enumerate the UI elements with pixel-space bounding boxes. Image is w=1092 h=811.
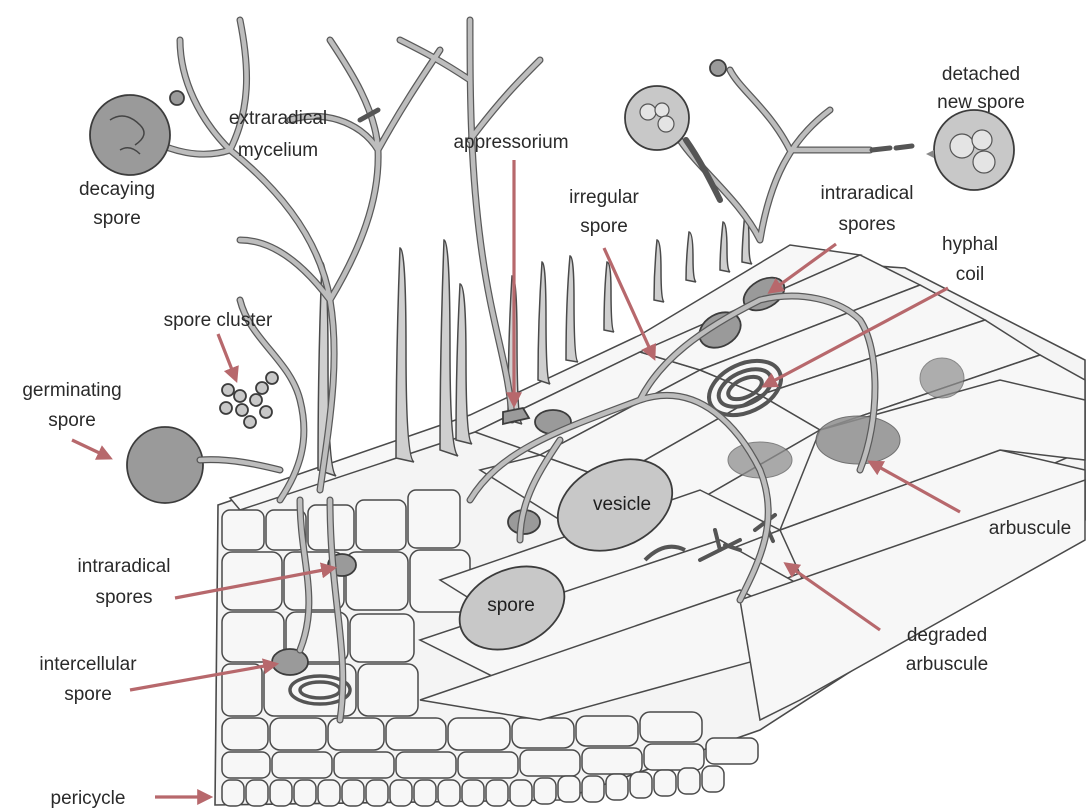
new-spore-shape	[625, 86, 689, 150]
label-intercellular-spore-line1: intercellular	[39, 654, 137, 675]
label-vesicle: vesicle	[593, 494, 651, 515]
label-degraded-arbuscule-line1: degraded	[907, 625, 987, 646]
label-spore-cluster: spore cluster	[164, 310, 273, 331]
label-decaying-spore-line1: decaying	[79, 179, 155, 200]
label-hyphal-coil-line2: coil	[956, 264, 985, 285]
label-detached-new-spore-line1: detached	[942, 64, 1020, 85]
label-intraradical-spores-top-line1: intraradical	[821, 183, 914, 204]
germinating-spore-shape	[127, 427, 203, 503]
label-intraradical-spores-left-line2: spores	[95, 587, 152, 608]
label-irregular-spore-line1: irregular	[569, 187, 639, 208]
label-intraradical-spores-top-line2: spores	[838, 214, 895, 235]
label-intraradical-spores-left-line1: intraradical	[78, 556, 171, 577]
label-detached-new-spore-line2: new spore	[937, 92, 1025, 113]
label-hyphal-coil-line1: hyphal	[942, 234, 998, 255]
label-appressorium: appressorium	[453, 132, 568, 153]
label-extraradical-mycelium-line1: extraradical	[229, 108, 327, 129]
label-pericycle: pericycle	[51, 788, 126, 809]
label-intercellular-spore-line2: spore	[64, 684, 112, 705]
label-arbuscule: arbuscule	[989, 518, 1071, 539]
label-degraded-arbuscule-line2: arbuscule	[906, 654, 988, 675]
arrow-germinating-spore	[72, 440, 110, 458]
arrow-spore-cluster	[218, 334, 236, 380]
label-germinating-spore-line2: spore	[48, 410, 96, 431]
label-irregular-spore-line2: spore	[580, 216, 628, 237]
label-spore-inside: spore	[487, 595, 535, 616]
label-extraradical-mycelium-line2: mycelium	[238, 140, 318, 161]
decaying-spore-shape	[90, 95, 170, 175]
label-germinating-spore-line1: germinating	[22, 380, 121, 401]
detached-new-spore-shape	[934, 110, 1014, 190]
label-decaying-spore-line2: spore	[93, 208, 141, 229]
spore-cluster-shape	[220, 372, 278, 428]
intercellular-spore-shape	[272, 649, 308, 675]
